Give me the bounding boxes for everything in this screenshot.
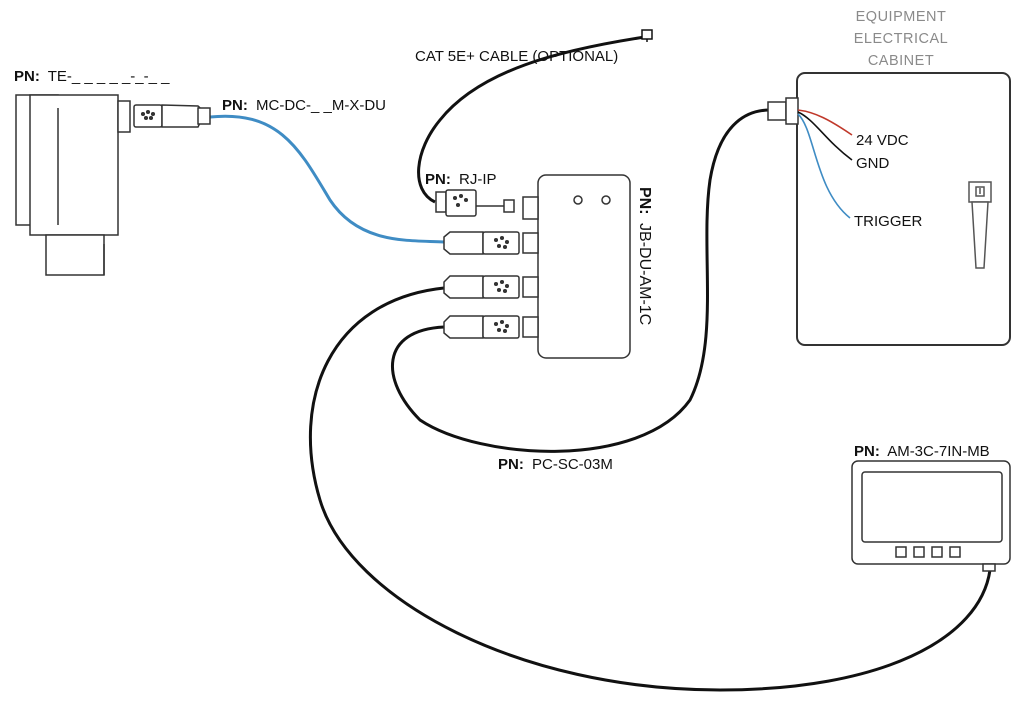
- power-cable-line: [391, 108, 771, 453]
- cabinet-heading-3: CABINET: [868, 53, 934, 69]
- mc-cable-pn-label: PN: MC-DC-_ _M-X-DU: [222, 97, 386, 114]
- rj-pn-value: RJ-IP: [459, 171, 497, 188]
- cabinet-icon: [796, 72, 1011, 346]
- pn-prefix: PN:: [854, 443, 880, 460]
- camera-icon: [15, 94, 131, 276]
- jb-pn-label: PN: JB-DU-AM-1C: [636, 187, 653, 325]
- wire-label-trigger: TRIGGER: [854, 213, 923, 230]
- wire-24vdc: [797, 109, 853, 136]
- cabinet-heading-1: EQUIPMENT: [856, 9, 947, 25]
- pn-prefix: PN:: [636, 187, 653, 215]
- cat5e-cable-line: [417, 35, 646, 204]
- pn-prefix: PN:: [498, 456, 524, 473]
- camera-connector-icon: [133, 104, 211, 128]
- wire-trigger: [797, 113, 851, 219]
- power-cable-pn-label: PN: PC-SC-03M: [498, 456, 613, 473]
- wire-label-24vdc: 24 VDC: [856, 132, 909, 149]
- pn-prefix: PN:: [222, 97, 248, 114]
- cabinet-heading-2: ELECTRICAL: [854, 31, 948, 47]
- jb-plug-2: [443, 275, 539, 299]
- monitor-cable-line: [308, 286, 992, 692]
- camera-pn-value: TE-_ _ _ _ _-_-_ _: [48, 68, 170, 85]
- monitor-pn-label: PN: AM-3C-7IN-MB: [854, 443, 990, 460]
- monitor-pn-value: AM-3C-7IN-MB: [887, 443, 990, 460]
- jb-plug-3: [443, 315, 539, 339]
- jb-plug-1: [443, 231, 539, 255]
- mc-cable-pn-value: MC-DC-_ _M-X-DU: [256, 97, 386, 114]
- camera-pn-label: PN: TE-_ _ _ _ _-_-_ _: [14, 68, 170, 85]
- cat5e-cable-label: CAT 5E+ CABLE (OPTIONAL): [415, 48, 618, 65]
- cabinet-handle-icon: [968, 181, 992, 269]
- jb-pn-value: JB-DU-AM-1C: [636, 223, 653, 325]
- junction-box-icon: [537, 174, 631, 359]
- rj-connector-icon: [435, 189, 539, 220]
- pn-prefix: PN:: [14, 68, 40, 85]
- pn-prefix: PN:: [425, 171, 451, 188]
- wire-label-gnd: GND: [856, 155, 890, 172]
- cat5e-end-plug: [641, 29, 653, 42]
- mc-cable-line: [209, 114, 445, 244]
- power-cable-pn-value: PC-SC-03M: [532, 456, 613, 473]
- wire-gnd: [797, 111, 853, 161]
- monitor-icon: [851, 460, 1011, 572]
- cabinet-gland-icon: [767, 97, 799, 125]
- rj-pn-label: PN: RJ-IP: [425, 171, 497, 188]
